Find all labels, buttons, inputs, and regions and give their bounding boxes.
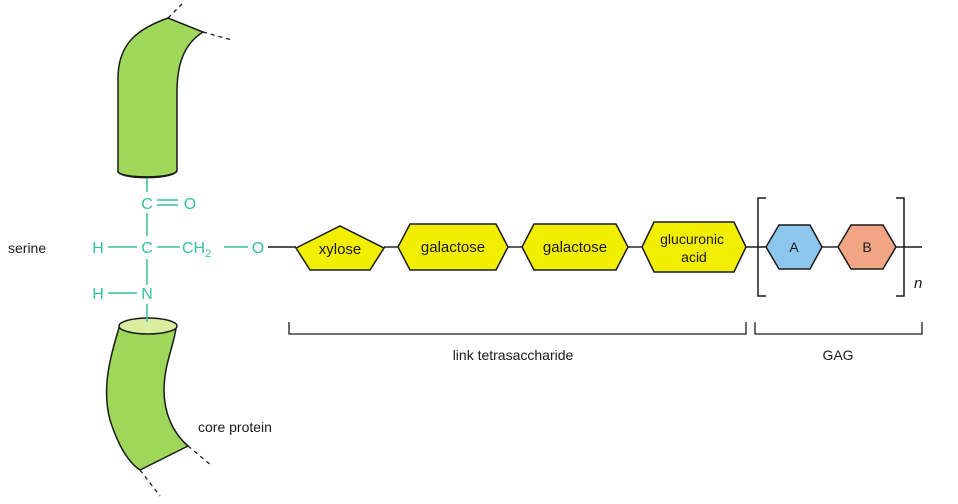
repeat-bracket-right: [896, 197, 905, 297]
hexagon-icon: [641, 221, 747, 273]
core-protein-label: core protein: [198, 419, 272, 435]
repeat-count-label: n: [914, 275, 922, 292]
gag-bracket: GAG: [754, 322, 923, 363]
carbonyl-carbon-label: C: [141, 196, 153, 213]
sugar-label: glucuronic acid: [660, 231, 728, 265]
sugar-5: B: [837, 224, 897, 270]
hexagon-icon: [837, 224, 897, 270]
protein-tube-upper: [117, 17, 205, 178]
sugar-1: galactose: [397, 223, 509, 271]
range-bracket-line: [754, 322, 923, 335]
sugar-label: galactose: [421, 239, 485, 256]
linking-oxygen-label: O: [252, 240, 264, 257]
link-tetrasaccharide-label: link tetrasaccharide: [453, 347, 574, 363]
sugar-4: A: [765, 224, 823, 270]
sugar-label: B: [862, 239, 871, 255]
protein-tube-upper-bottom-edge: [117, 169, 178, 179]
protein-tube-lower: [105, 327, 190, 471]
serine-label: serine: [8, 240, 46, 256]
sugar-label: galactose: [543, 239, 607, 256]
range-bracket-line: [288, 322, 747, 335]
nitrogen-label: N: [141, 286, 153, 303]
protein-chain-dashed-lower-2: [187, 445, 213, 467]
protein-chain-dashed-lower-1: [139, 469, 161, 497]
repeat-bracket: n: [757, 197, 922, 297]
alpha-carbon-label: C: [141, 240, 153, 257]
sugar-label: A: [789, 239, 799, 255]
amine-hydrogen-label: H: [92, 286, 104, 303]
repeat-bracket-left: [757, 197, 766, 297]
hexagon-icon: [521, 223, 629, 271]
sugar-label: xylose: [319, 241, 362, 258]
sugar-3: glucuronic acid: [641, 221, 747, 273]
pentagon-icon: [294, 225, 386, 271]
sugar-0: xylose: [294, 225, 386, 271]
serine-structure: C O H C CH2 O H N: [92, 178, 264, 322]
core-protein-lower-segment: [105, 317, 213, 497]
protein-chain-dashed-upper-1: [167, 3, 183, 19]
ch2-label: CH2: [182, 240, 211, 260]
alpha-hydrogen-label: H: [92, 240, 104, 257]
sugar-chain: xylose galactose galactose glucuronic ac…: [268, 221, 922, 273]
gag-label: GAG: [822, 347, 853, 363]
sugar-2: galactose: [521, 223, 629, 271]
protein-chain-dashed-upper-2: [202, 31, 233, 41]
carbonyl-oxygen-label: O: [184, 196, 196, 213]
hexagon-icon: [397, 223, 509, 271]
core-protein-upper-segment: [117, 3, 233, 179]
protein-tube-lower-top-face: [118, 317, 178, 335]
link-tetrasaccharide-bracket: link tetrasaccharide: [288, 322, 747, 363]
hexagon-icon: [765, 224, 823, 270]
